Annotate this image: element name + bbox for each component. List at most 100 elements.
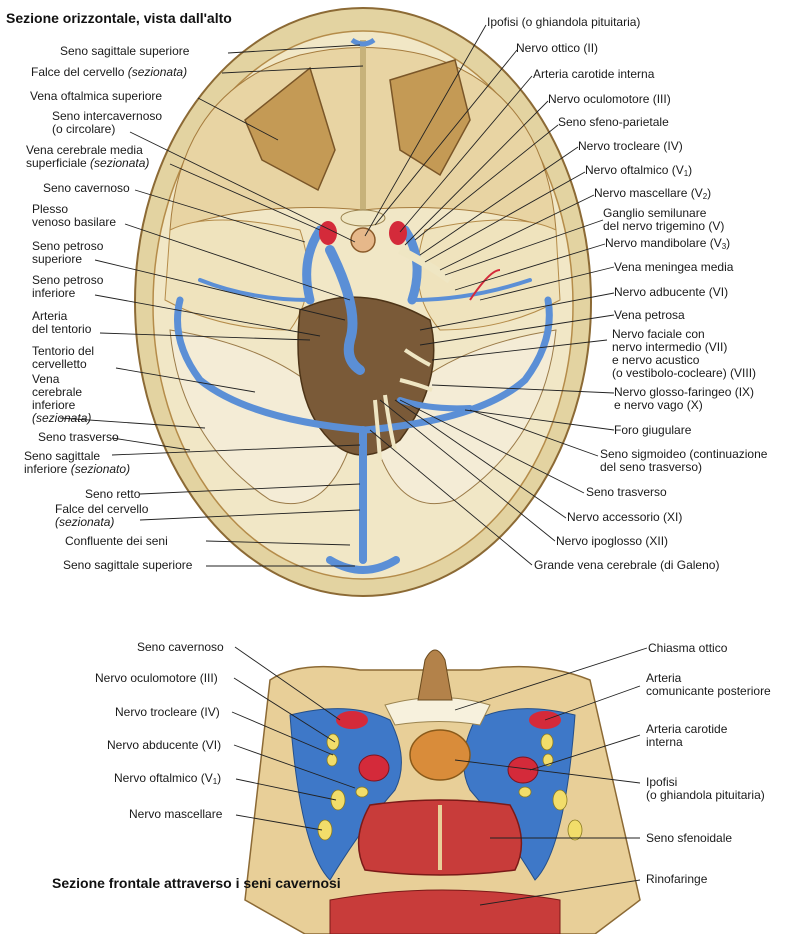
label-line: (o vestibolo-cocleare) (VIII): [612, 366, 757, 380]
label-vena-petrosa: Vena petrosa: [614, 308, 685, 322]
label-text: Nervo oftalmico (V: [585, 163, 684, 177]
label-line: Plesso: [32, 202, 69, 216]
trigeminal-ganglion: [398, 246, 453, 284]
label-ganglio: Ganglio semilunare del nervo trigemino (…: [603, 207, 724, 233]
bottom-title-line1: Sezione frontale attraverso: [52, 875, 232, 891]
label-line: inferiore: [24, 462, 68, 476]
label-line: interna: [646, 735, 683, 749]
label-sub: 2: [702, 192, 708, 201]
label-confluente: Confluente dei seni: [65, 534, 168, 548]
label-vena-oftalmica-sup: Vena oftalmica superiore: [30, 89, 163, 103]
orbital-window-right: [389, 59, 471, 177]
meningeal-vessel-right: [469, 269, 501, 301]
label-line: del seno trasverso): [600, 460, 703, 474]
label-line: comunicante posteriore: [646, 684, 771, 698]
cavernous-sinus-left: [302, 225, 325, 305]
label-line: Arteria: [646, 671, 682, 685]
label-seno-sfeno: Seno sfeno-parietale: [558, 115, 669, 129]
carotid-left-frontal: [358, 754, 390, 782]
label-line: inferiore: [32, 286, 76, 300]
label-line: cerebrale: [32, 385, 83, 399]
label-line: Falce del cervello: [55, 502, 149, 516]
label-line: Vena cerebrale media: [26, 143, 143, 157]
label-vena-cerebrale-media: Vena cerebrale media superficiale (sezio…: [26, 144, 149, 170]
label-tail: ): [707, 186, 712, 200]
label-seno-sigmoideo: Seno sigmoideo (continuazione del seno t…: [600, 448, 767, 474]
leader-lines-top-right: [364, 24, 615, 566]
label-line: Vena: [32, 372, 60, 386]
label-nervo-accessorio: Nervo accessorio (XI): [567, 510, 683, 524]
label-seno-sagittale-sup-1: Seno sagittale superiore: [60, 44, 190, 58]
nerve-ovals: [317, 733, 583, 841]
orbital-window-left: [244, 66, 336, 192]
label-b-chiasma: Chiasma ottico: [648, 641, 728, 655]
label-seno-petroso-inf: Seno petroso inferiore: [32, 274, 103, 300]
transverse-sinus-right: [361, 296, 553, 434]
label-italic: (sezionata): [32, 411, 92, 425]
tentorium-right: [371, 329, 557, 505]
label-line: Seno sagittale: [24, 449, 101, 463]
label-line: Tentorio del: [32, 344, 95, 358]
label-line: nervo intermedio (VII): [612, 340, 728, 354]
brain-stalk: [417, 649, 453, 701]
label-nervo-adbucente: Nervo adbucente (VI): [614, 285, 729, 299]
nerve-xi: [383, 394, 397, 451]
label-line: cervelletto: [32, 357, 87, 371]
label-seno-cavernoso: Seno cavernoso: [43, 181, 130, 195]
label-italic: (sezionata): [90, 156, 150, 170]
sigmoid-sinus-right: [397, 397, 473, 412]
label-tentorio: Tentorio del cervelletto: [32, 345, 94, 371]
label-vena-meningea: Vena meningea media: [614, 260, 734, 274]
label-nervo-glosso: Nervo glosso-faringeo (IX) e nervo vago …: [614, 386, 754, 412]
label-nervo-trocleare: Nervo trocleare (IV): [578, 139, 683, 153]
label-italic: (sezionata): [127, 65, 188, 79]
label-ipofisi: Ipofisi (o ghiandola pituitaria): [487, 15, 641, 29]
label-text: Nervo oftalmico (V: [114, 771, 213, 785]
label-seno-petroso-sup: Seno petroso superiore: [32, 240, 103, 266]
venous-sinuses: [174, 225, 553, 574]
nasopharynx: [329, 889, 561, 934]
top-title: Sezione orizzontale, vista dall'alto: [6, 10, 232, 26]
label-line: e nervo vago (X): [614, 398, 703, 412]
leader-lines-bottom: [231, 646, 648, 906]
label-line: Seno sigmoideo (continuazione: [600, 447, 768, 461]
pcom-left: [336, 711, 368, 729]
label-sub: 1: [212, 777, 218, 786]
label-falce-cervello-2: Falce del cervello (sezionata): [55, 503, 148, 529]
label-b-mascellare: Nervo mascellare: [129, 807, 223, 821]
skull-horizontal-section: [134, 7, 592, 597]
confluence: [326, 556, 400, 574]
label-tail: ): [217, 771, 222, 785]
label-nervo-oftalmico: Nervo oftalmico (V1): [585, 164, 692, 180]
label-seno-trasverso-r: Seno trasverso: [586, 485, 667, 499]
optic-chiasm-shape: [384, 697, 491, 726]
superior-petrosal-right: [410, 278, 532, 302]
label-b-rinofaringe: Rinofaringe: [646, 872, 708, 886]
label-line: (o circolare): [52, 122, 116, 136]
label-arteria-carotide: Arteria carotide interna: [533, 67, 655, 81]
frontal-section: [244, 649, 641, 934]
label-seno-retto: Seno retto: [85, 487, 141, 501]
label-plesso-venoso: Plesso venoso basilare: [32, 203, 116, 229]
label-sub: 1: [683, 169, 689, 178]
label-b-oculomotore: Nervo oculomotore (III): [95, 671, 218, 685]
label-nervo-ipoglosso: Nervo ipoglosso (XII): [556, 534, 669, 548]
label-line: Arteria carotide: [646, 722, 728, 736]
label-line: Arteria: [32, 309, 68, 323]
label-b-seno-sfenoidale: Seno sfenoidale: [646, 831, 733, 845]
label-b-ipofisi: Ipofisi (o ghiandola pituitaria): [646, 776, 765, 802]
label-b-abducente: Nervo abducente (VI): [107, 738, 222, 752]
label-line: del tentorio: [32, 322, 92, 336]
label-b-seno-cavernoso: Seno cavernoso: [137, 640, 224, 654]
label-foro-giugulare: Foro giugulare: [614, 423, 692, 437]
leader-lines-top: [59, 44, 364, 567]
label-seno-sagittale-sup-2: Seno sagittale superiore: [63, 558, 193, 572]
superior-petrosal-left: [198, 278, 312, 302]
label-seno-intercavernoso: Seno intercavernoso (o circolare): [52, 110, 162, 136]
label-line: Ipofisi: [646, 775, 678, 789]
label-seno-sagittale-inf: Seno sagittale inferiore (sezionato): [24, 450, 130, 476]
label-text: Falce del cervello: [31, 65, 125, 79]
superior-sagittal-sinus-anterior: [350, 37, 376, 47]
transverse-sinus-left: [174, 296, 369, 434]
